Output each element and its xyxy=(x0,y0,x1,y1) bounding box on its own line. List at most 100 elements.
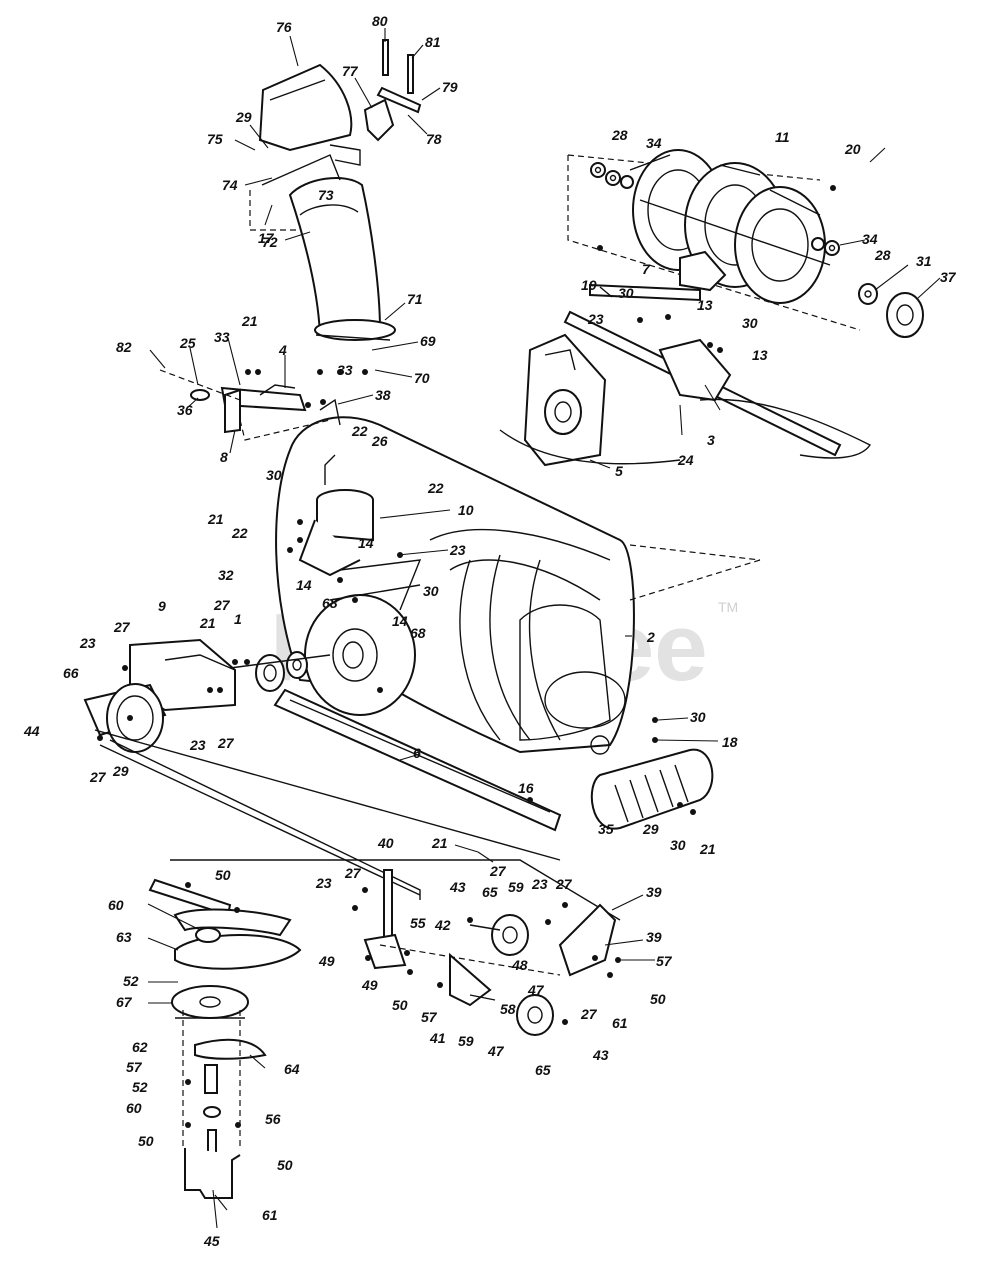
callout-22-left: 22 xyxy=(231,525,248,541)
callout-63: 63 xyxy=(116,929,132,945)
callout-27-d: 27 xyxy=(217,735,235,751)
callout-11: 11 xyxy=(775,129,790,145)
callout-59-b: 59 xyxy=(458,1033,474,1049)
callout-82: 82 xyxy=(116,339,132,355)
callout-81: 81 xyxy=(425,34,441,50)
callout-30-auger-a: 30 xyxy=(618,285,634,301)
callout-5: 5 xyxy=(615,463,623,479)
callout-33-b: 33 xyxy=(337,362,353,378)
callout-19: 19 xyxy=(581,277,597,293)
callout-27-a: 27 xyxy=(213,597,231,613)
callout-7: 7 xyxy=(642,261,651,277)
callout-40: 40 xyxy=(377,835,394,851)
callout-62: 62 xyxy=(132,1039,148,1055)
callout-23-mid: 23 xyxy=(449,542,466,558)
callout-leaders xyxy=(147,28,941,1229)
watermark-tm: TM xyxy=(718,599,738,615)
callout-26: 26 xyxy=(371,433,388,449)
callout-29-right: 29 xyxy=(642,821,659,837)
callout-28-a: 28 xyxy=(611,127,628,143)
lower-left-assembly xyxy=(148,878,302,1199)
callout-34-b: 34 xyxy=(862,231,878,247)
callout-61-b: 61 xyxy=(262,1207,278,1223)
callout-36: 36 xyxy=(177,402,193,418)
bearings xyxy=(229,651,331,692)
hardware-dots xyxy=(97,185,836,1128)
callout-27-b: 27 xyxy=(113,619,131,635)
callout-74: 74 xyxy=(222,177,238,193)
callout-75: 75 xyxy=(207,131,223,147)
callout-33-a: 33 xyxy=(214,329,230,345)
belt-guard xyxy=(590,748,714,830)
chute-bracket xyxy=(363,39,422,142)
callout-30-chute: 30 xyxy=(266,467,282,483)
callout-73: 73 xyxy=(318,187,334,203)
callout-13-b: 13 xyxy=(752,347,768,363)
callout-68-a: 68 xyxy=(322,595,338,611)
callout-45: 45 xyxy=(203,1233,220,1249)
callout-60-a: 60 xyxy=(108,897,124,913)
callout-43-b: 43 xyxy=(592,1047,609,1063)
callout-50-c: 50 xyxy=(215,867,231,883)
callout-18: 18 xyxy=(722,734,738,750)
callout-23-b: 23 xyxy=(189,737,206,753)
callout-16: 16 xyxy=(518,780,534,796)
callout-13-a: 13 xyxy=(697,297,713,313)
callout-25: 25 xyxy=(179,335,196,351)
callout-9: 9 xyxy=(158,598,166,614)
callout-30-belt: 30 xyxy=(670,837,686,853)
callout-60-b: 60 xyxy=(126,1100,142,1116)
auger-hardware xyxy=(590,162,924,338)
callout-64: 64 xyxy=(284,1061,300,1077)
callout-21-belt: 21 xyxy=(699,841,716,857)
callout-58: 58 xyxy=(500,1001,516,1017)
callout-23-d: 23 xyxy=(315,875,332,891)
callout-48: 48 xyxy=(511,957,528,973)
callout-42: 42 xyxy=(434,917,451,933)
callout-27-g: 27 xyxy=(344,865,362,881)
callout-21-c: 21 xyxy=(431,835,448,851)
callout-79: 79 xyxy=(442,79,458,95)
callout-27-e: 27 xyxy=(489,863,507,879)
callout-27-c: 27 xyxy=(89,769,107,785)
chute-base xyxy=(298,454,374,577)
callout-65-a: 65 xyxy=(482,884,498,900)
callout-77: 77 xyxy=(342,63,359,79)
callout-50-d: 50 xyxy=(138,1133,154,1149)
auger-assembly xyxy=(567,149,861,331)
callout-57-b: 57 xyxy=(421,1009,438,1025)
callout-21-b: 21 xyxy=(199,615,216,631)
callout-43-a: 43 xyxy=(449,879,466,895)
callout-72: 72 xyxy=(262,234,278,250)
callout-22-top: 22 xyxy=(351,423,368,439)
impeller-plate xyxy=(304,559,422,716)
callout-61-a: 61 xyxy=(612,1015,628,1031)
callout-71: 71 xyxy=(407,291,423,307)
callout-21-left: 21 xyxy=(207,511,224,527)
callout-27-h: 27 xyxy=(580,1006,598,1022)
auger-shaft xyxy=(563,250,842,457)
callout-76: 76 xyxy=(276,19,292,35)
callout-55: 55 xyxy=(410,915,426,931)
crank-bracket xyxy=(159,369,341,441)
callout-67: 67 xyxy=(116,994,133,1010)
callout-31: 31 xyxy=(916,253,932,269)
callout-3: 3 xyxy=(707,432,715,448)
callout-4: 4 xyxy=(278,342,287,358)
callout-17: 17 xyxy=(258,230,275,246)
callout-10: 10 xyxy=(458,502,474,518)
callout-68-b: 68 xyxy=(410,625,426,641)
callout-1: 1 xyxy=(234,611,242,627)
callout-57-c: 57 xyxy=(126,1059,143,1075)
callout-27-f: 27 xyxy=(555,876,573,892)
callout-49-b: 49 xyxy=(361,977,378,993)
callout-70: 70 xyxy=(414,370,430,386)
callout-14-a: 14 xyxy=(358,535,374,551)
callout-23-left: 23 xyxy=(79,635,96,651)
callout-59-a: 59 xyxy=(508,879,524,895)
callout-32: 32 xyxy=(218,567,234,583)
callout-14-c: 14 xyxy=(392,613,408,629)
callout-20: 20 xyxy=(844,141,861,157)
callout-23-c: 23 xyxy=(531,876,548,892)
callout-50-e: 50 xyxy=(277,1157,293,1173)
